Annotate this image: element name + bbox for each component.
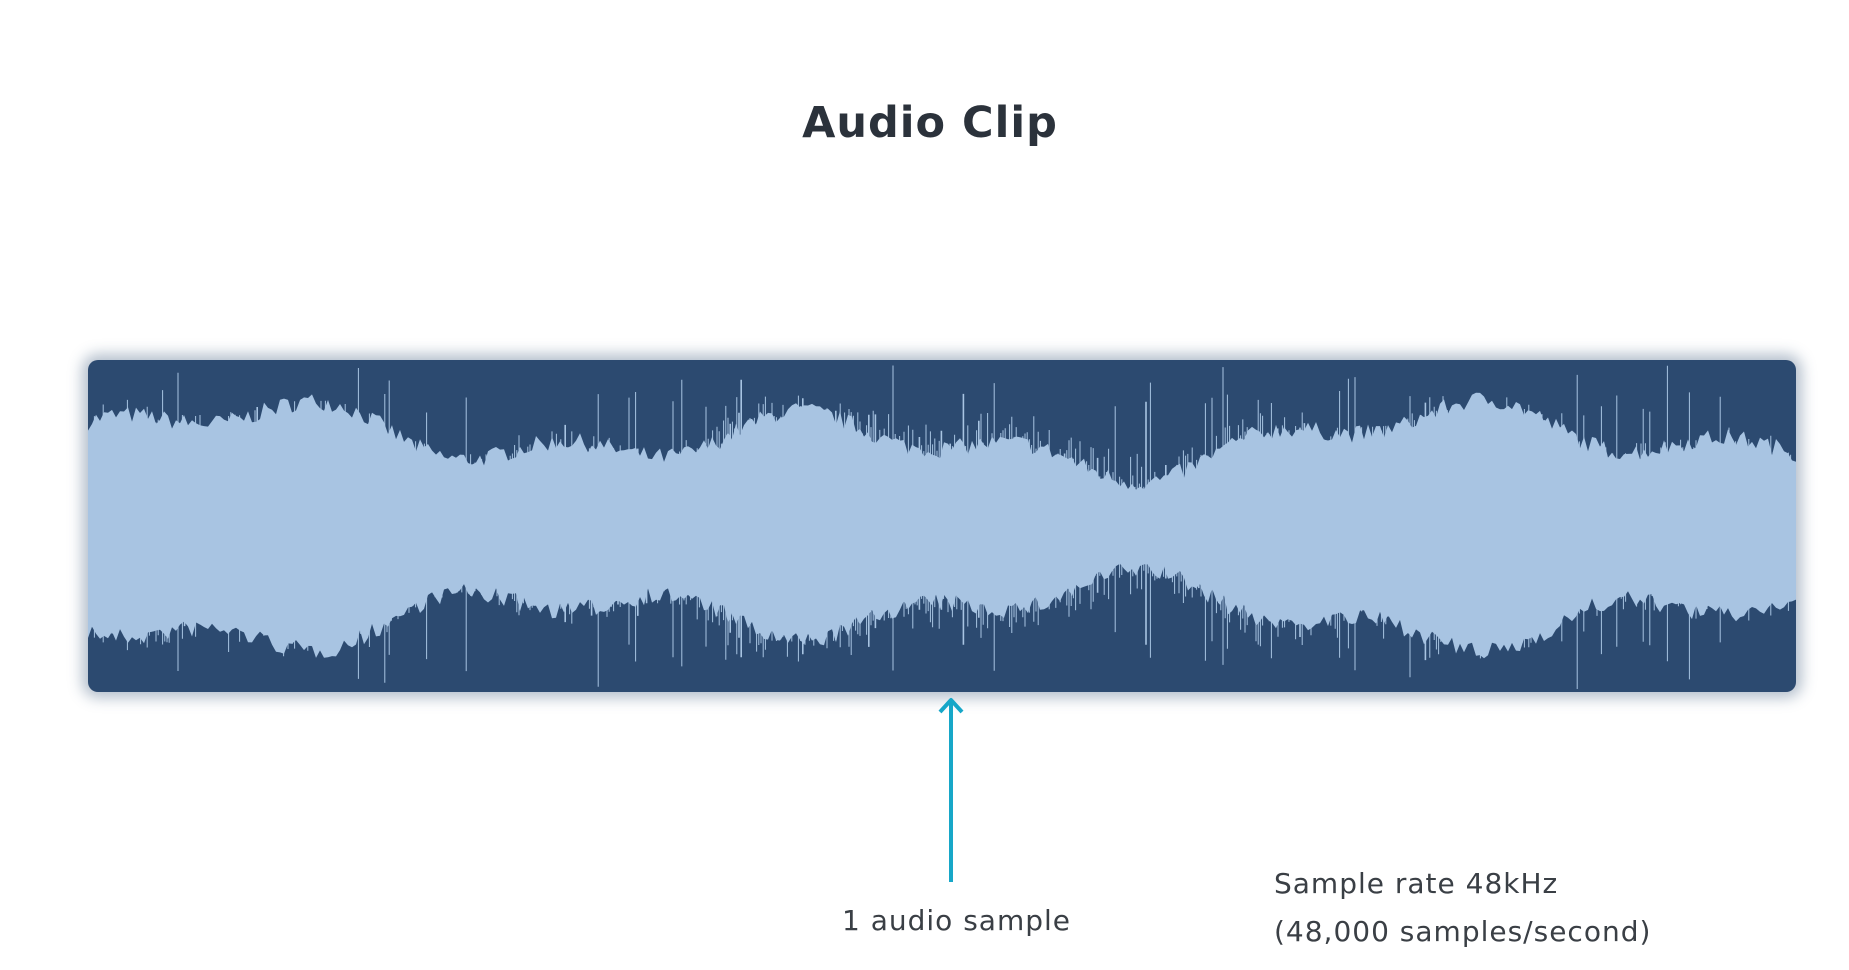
waveform-body xyxy=(88,392,1796,659)
waveform-panel xyxy=(88,360,1796,692)
audio-sample-label: 1 audio sample xyxy=(842,904,1072,937)
sample-rate-line: Sample rate 48kHz xyxy=(1274,867,1559,900)
diagram-title: Audio Clip xyxy=(802,98,1058,148)
sample-rate-text: Sample rate 48kHz (48,000 samples/second… xyxy=(1274,860,1651,956)
up-arrow-icon xyxy=(938,698,964,882)
samples-per-second-line: (48,000 samples/second) xyxy=(1274,915,1652,948)
audio-waveform xyxy=(88,365,1796,689)
